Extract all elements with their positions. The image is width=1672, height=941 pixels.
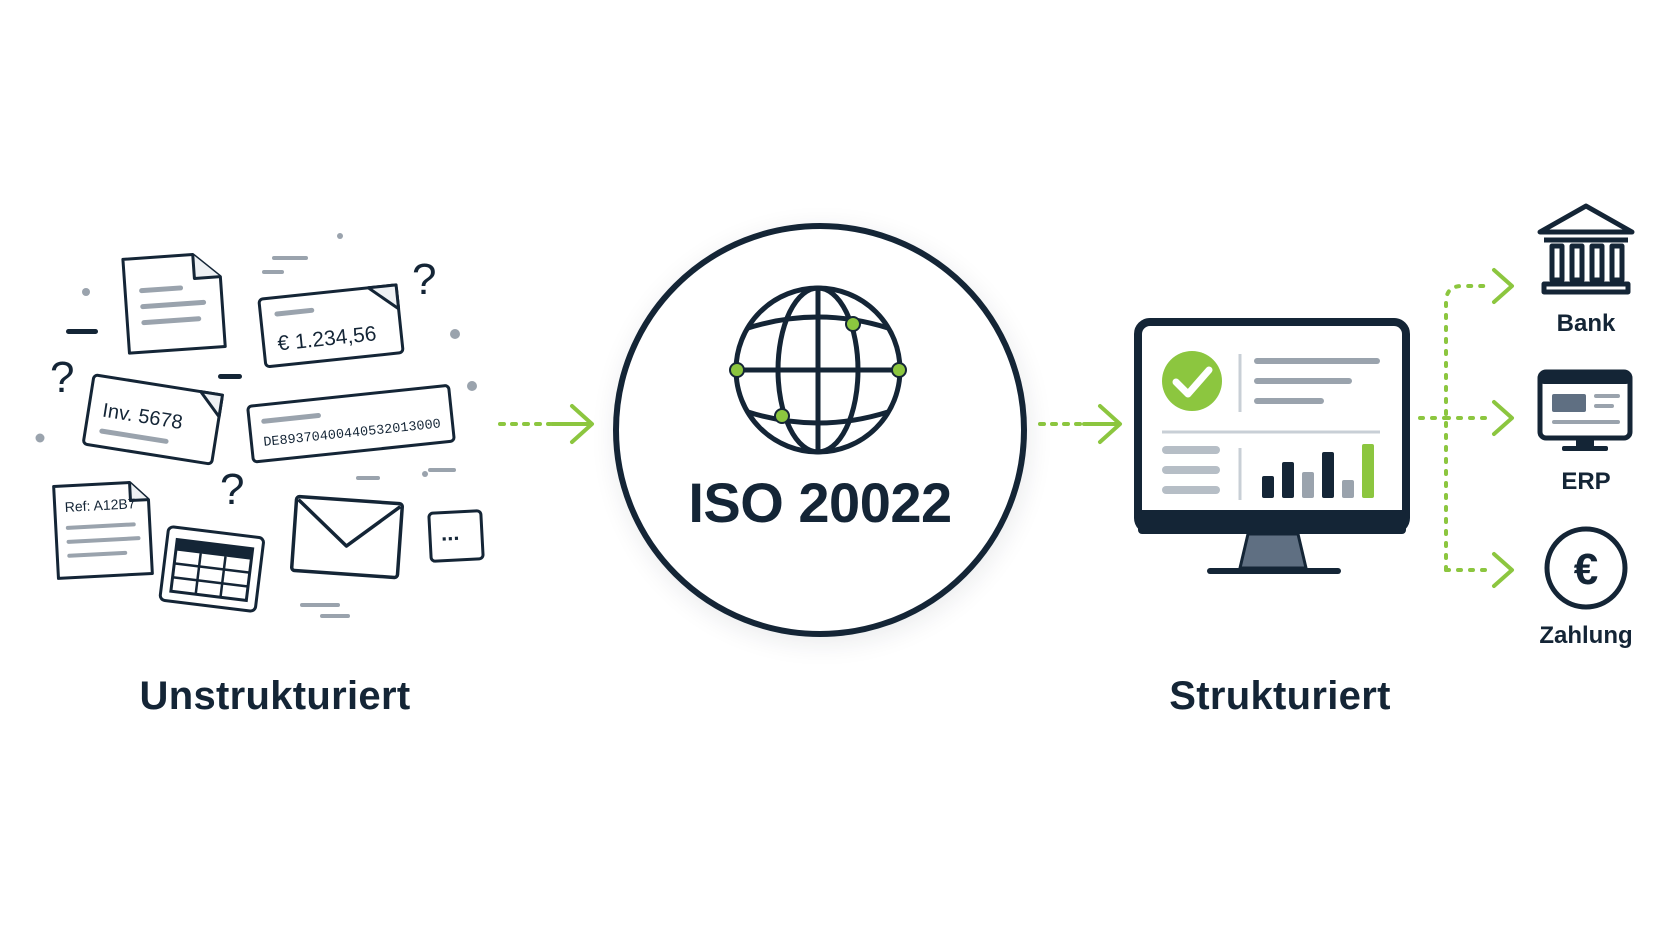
decorative-specks	[35, 233, 477, 618]
more-text: ...	[440, 520, 460, 546]
unstructured-cluster: ? ? ? € 1.234,56 Inv. 5	[35, 233, 485, 618]
destination-label-bank: Bank	[1556, 310, 1616, 337]
iso-title: ISO 20022	[688, 471, 952, 534]
spreadsheet-icon	[158, 525, 265, 613]
amount-card: € 1.234,56	[257, 283, 405, 369]
invoice-card: Inv. 5678	[82, 373, 224, 466]
arrow-to-iso	[498, 404, 594, 444]
globe-nodes	[729, 316, 907, 424]
destination-label-erp: ERP	[1561, 468, 1611, 495]
euro-payment-icon: €	[1544, 526, 1628, 610]
question-mark-3: ?	[220, 465, 244, 514]
erp-icon	[1537, 369, 1633, 451]
globe-icon	[733, 285, 903, 455]
check-icon	[1162, 351, 1222, 411]
structured-label: Strukturiert	[1169, 674, 1391, 718]
reference-document: Ref: A12B7	[52, 481, 154, 580]
envelope-icon	[289, 494, 404, 580]
destination-label-payment: Zahlung	[1539, 622, 1633, 649]
reference-text: Ref: A12B7	[64, 495, 136, 515]
svg-text:€: €	[1574, 545, 1598, 594]
iban-card: DE89370400440532013000	[246, 384, 456, 464]
unstructured-label: Unstrukturiert	[139, 674, 411, 718]
monitor-icon	[1134, 318, 1410, 574]
question-mark-2: ?	[50, 353, 74, 402]
more-card: ...	[427, 509, 485, 563]
question-mark-1: ?	[412, 255, 436, 304]
arrow-to-monitor	[1038, 404, 1122, 444]
document-icon-1	[121, 253, 227, 355]
bank-icon	[1537, 203, 1635, 295]
branch-arrows	[1418, 268, 1514, 588]
